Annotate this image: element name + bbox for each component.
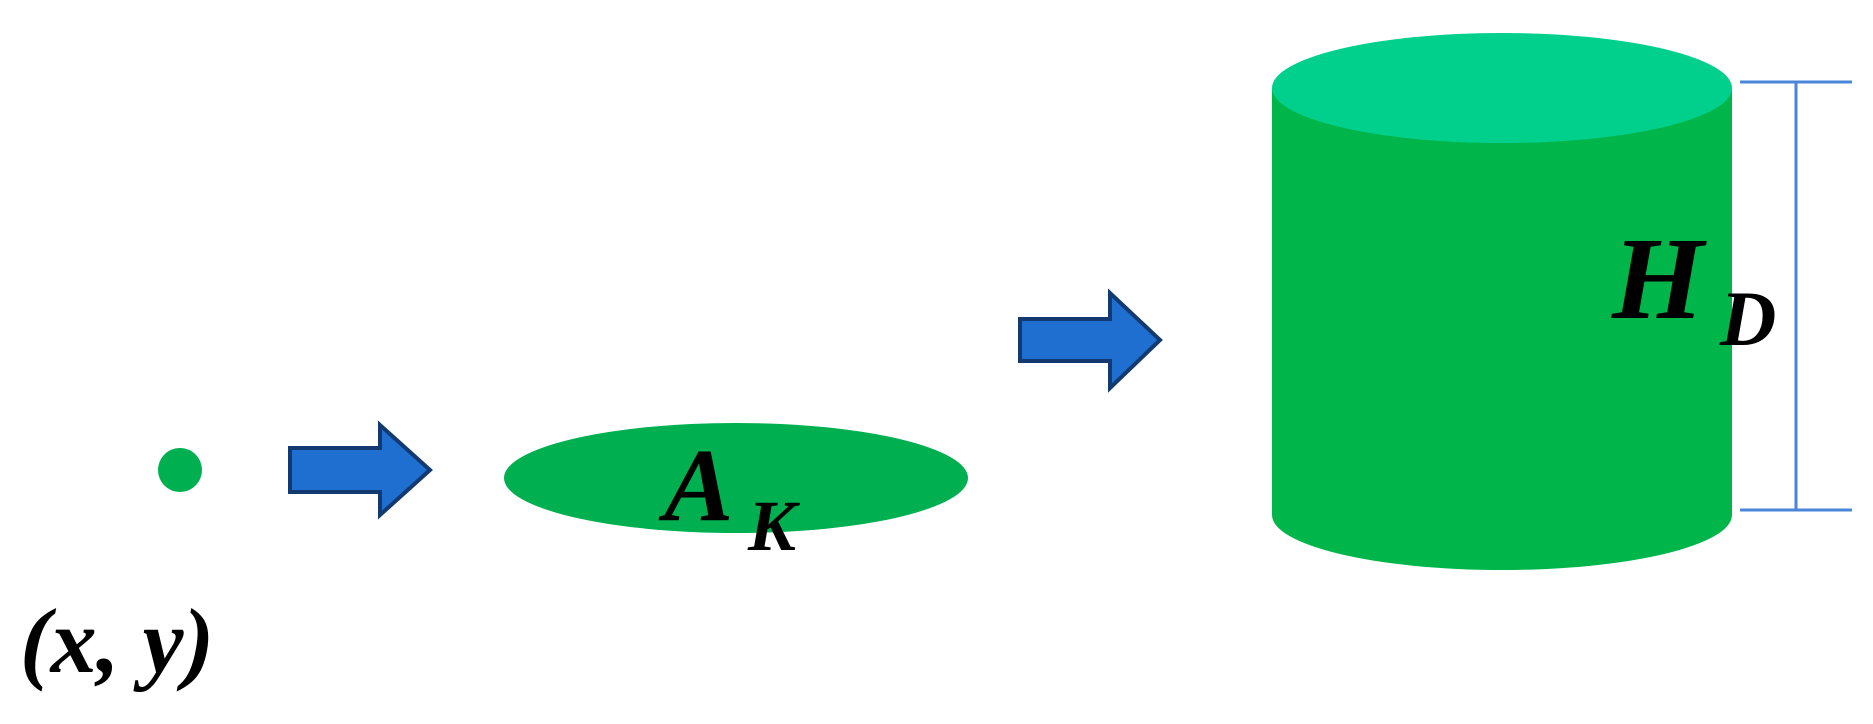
point-stage: (x, y) [20, 448, 214, 692]
area-stage: A K [504, 423, 968, 566]
volume-stage: H D [1272, 33, 1852, 570]
volume-label: H D [1611, 213, 1776, 362]
area-label: A K [658, 428, 801, 566]
area-label-subscript: K [747, 486, 801, 566]
volume-label-subscript: D [1719, 275, 1776, 362]
point-label: (x, y) [20, 590, 214, 692]
height-dimension [1740, 80, 1852, 512]
area-disk [504, 423, 968, 533]
cylinder-body [1272, 88, 1732, 570]
cylinder-top [1272, 33, 1732, 143]
point-dot [158, 448, 202, 492]
arrow-2-shape [1018, 288, 1163, 393]
arrow-1-shape [288, 420, 433, 520]
area-label-main: A [658, 428, 733, 543]
right-arrow-icon [1018, 288, 1163, 393]
right-arrow-icon [288, 420, 433, 520]
volume-label-main: H [1611, 213, 1707, 344]
